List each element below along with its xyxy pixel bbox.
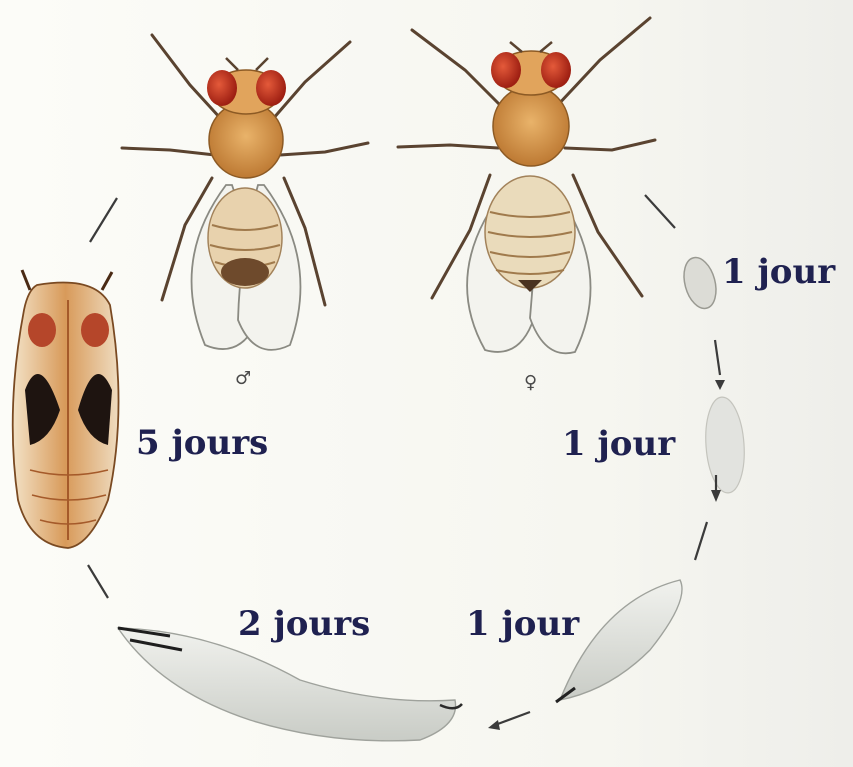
label-embryo-duration: 1 jour: [562, 424, 675, 464]
female-symbol: ♀: [524, 372, 537, 393]
mature-larva-stage: [118, 628, 462, 741]
male-symbol: ♂: [235, 368, 251, 389]
label-mature-larva-duration: 2 jours: [238, 604, 370, 644]
arrow-egg-to-embryo: [715, 340, 720, 375]
arrow-pupa-to-adult: [90, 198, 117, 242]
male-fly: [122, 35, 368, 350]
label-egg-duration: 1 jour: [722, 252, 835, 292]
pupa-stage: [13, 270, 119, 548]
arrow-larva-to-pupa: [88, 565, 108, 598]
label-pupa-duration: 5 jours: [136, 423, 268, 463]
arrow-into-young-larva: [695, 522, 707, 560]
label-young-larva-duration: 1 jour: [466, 604, 579, 644]
egg-stage: [679, 254, 721, 312]
arrow-young-to-mature-larva: [495, 712, 530, 725]
embryo-stage: [703, 396, 748, 494]
female-fly: [398, 18, 655, 353]
arrow-adult-to-egg: [645, 195, 675, 228]
